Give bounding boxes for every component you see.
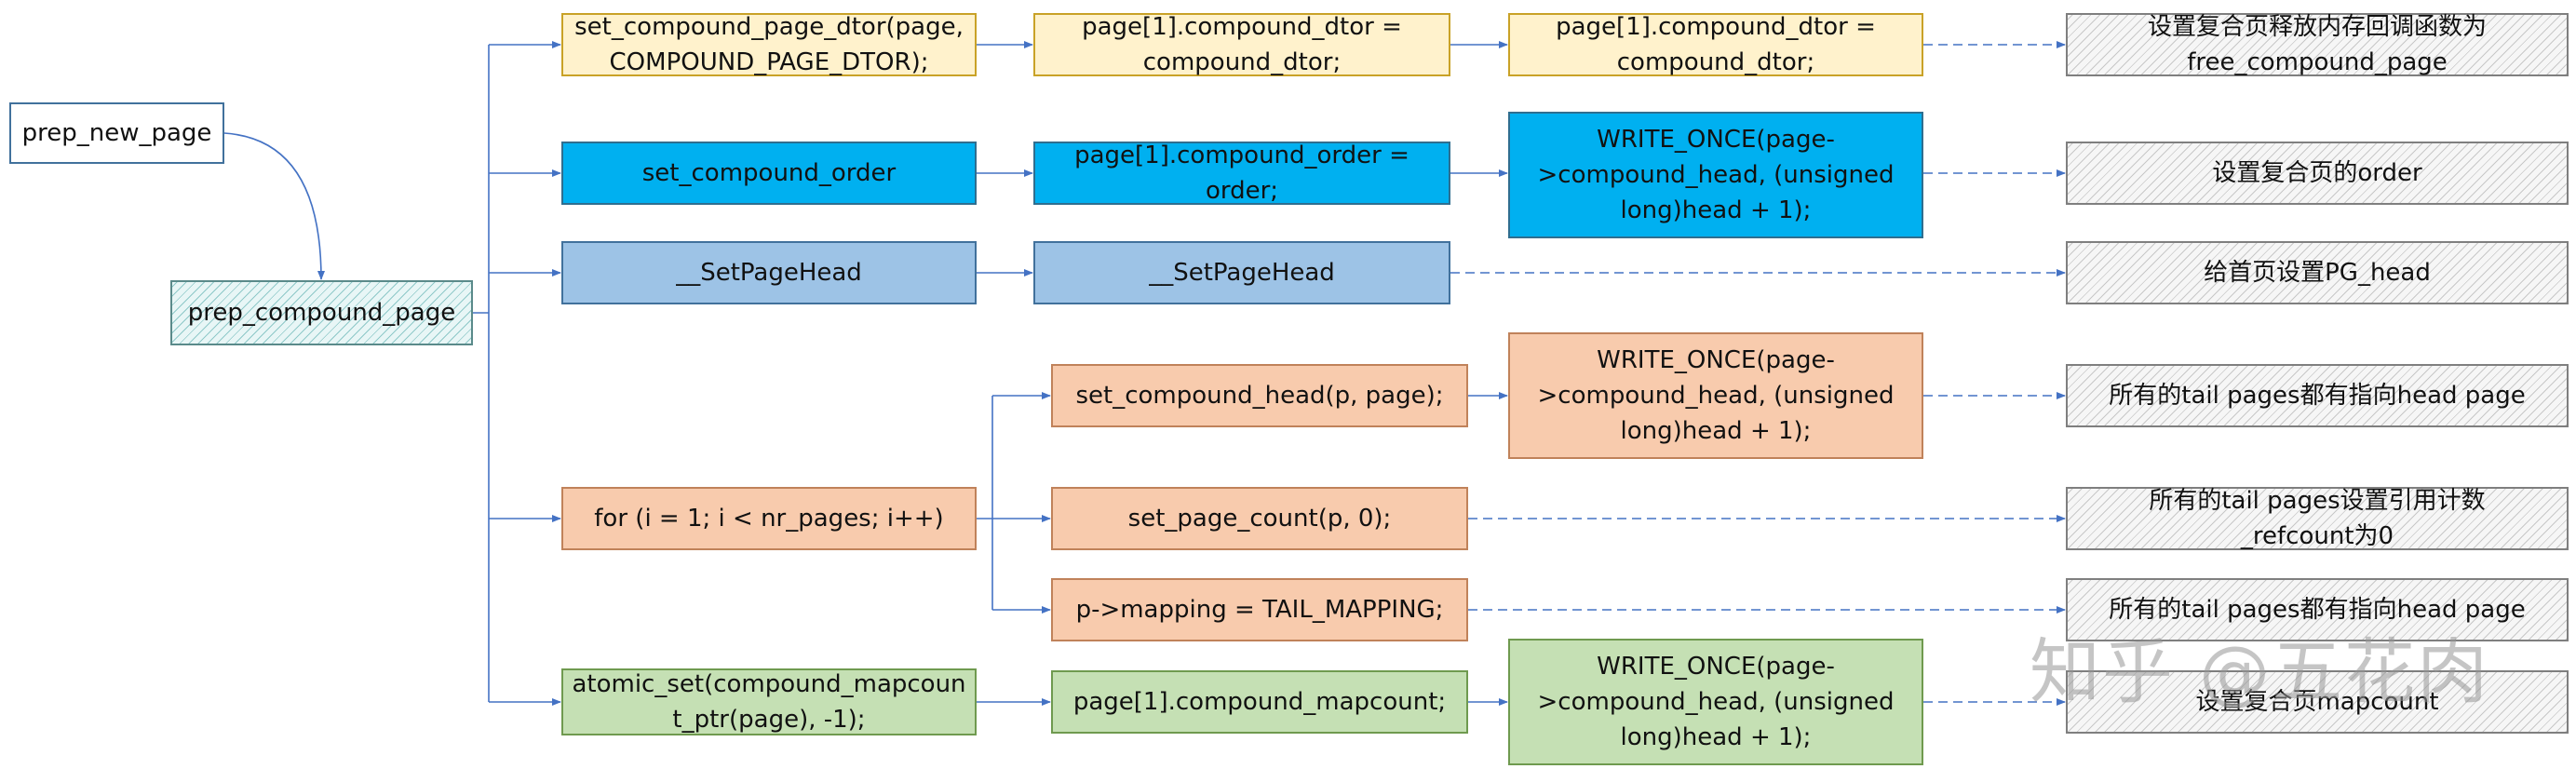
note-compound-mapcount: 设置复合页mapcount <box>2066 670 2569 734</box>
node-set-compound-page-dtor: set_compound_page_dtor(page, COMPOUND_PA… <box>561 13 977 76</box>
node-page1-compound-dtor-a: page[1].compound_dtor = compound_dtor; <box>1033 13 1450 76</box>
node-write-once-row5: WRITE_ONCE(page- >compound_head, (unsign… <box>1508 639 1923 765</box>
node-for-loop: for (i = 1; i < nr_pages; i++) <box>561 487 977 550</box>
note-compound-order: 设置复合页的order <box>2066 142 2569 205</box>
node-setpagehead-b: __SetPageHead <box>1033 241 1450 304</box>
node-tail-mapping: p->mapping = TAIL_MAPPING; <box>1051 578 1468 641</box>
node-page1-compound-mapcount: page[1].compound_mapcount; <box>1051 670 1468 734</box>
node-atomic-set-mapcount: atomic_set(compound_mapcoun t_ptr(page),… <box>561 668 977 735</box>
node-write-once-row2: WRITE_ONCE(page- >compound_head, (unsign… <box>1508 112 1923 238</box>
node-set-page-count: set_page_count(p, 0); <box>1051 487 1468 550</box>
node-prep-new-page: prep_new_page <box>9 102 224 164</box>
note-free-compound-page: 设置复合页释放内存回调函数为 free_compound_page <box>2066 13 2569 76</box>
node-set-compound-order: set_compound_order <box>561 142 977 205</box>
node-set-compound-head: set_compound_head(p, page); <box>1051 364 1468 427</box>
note-pg-head: 给首页设置PG_head <box>2066 241 2569 304</box>
note-refcount-zero: 所有的tail pages设置引用计数 _refcount为0 <box>2066 487 2569 550</box>
node-page1-compound-dtor-b: page[1].compound_dtor = compound_dtor; <box>1508 13 1923 76</box>
node-setpagehead-a: __SetPageHead <box>561 241 977 304</box>
note-tail-pages-head-1: 所有的tail pages都有指向head page <box>2066 364 2569 427</box>
node-write-once-row4: WRITE_ONCE(page- >compound_head, (unsign… <box>1508 332 1923 459</box>
node-page1-compound-order: page[1].compound_order = order; <box>1033 142 1450 205</box>
node-prep-compound-page: prep_compound_page <box>170 280 473 345</box>
note-tail-pages-head-2: 所有的tail pages都有指向head page <box>2066 578 2569 641</box>
watermark: 知乎 @五花肉 <box>2030 630 2490 713</box>
